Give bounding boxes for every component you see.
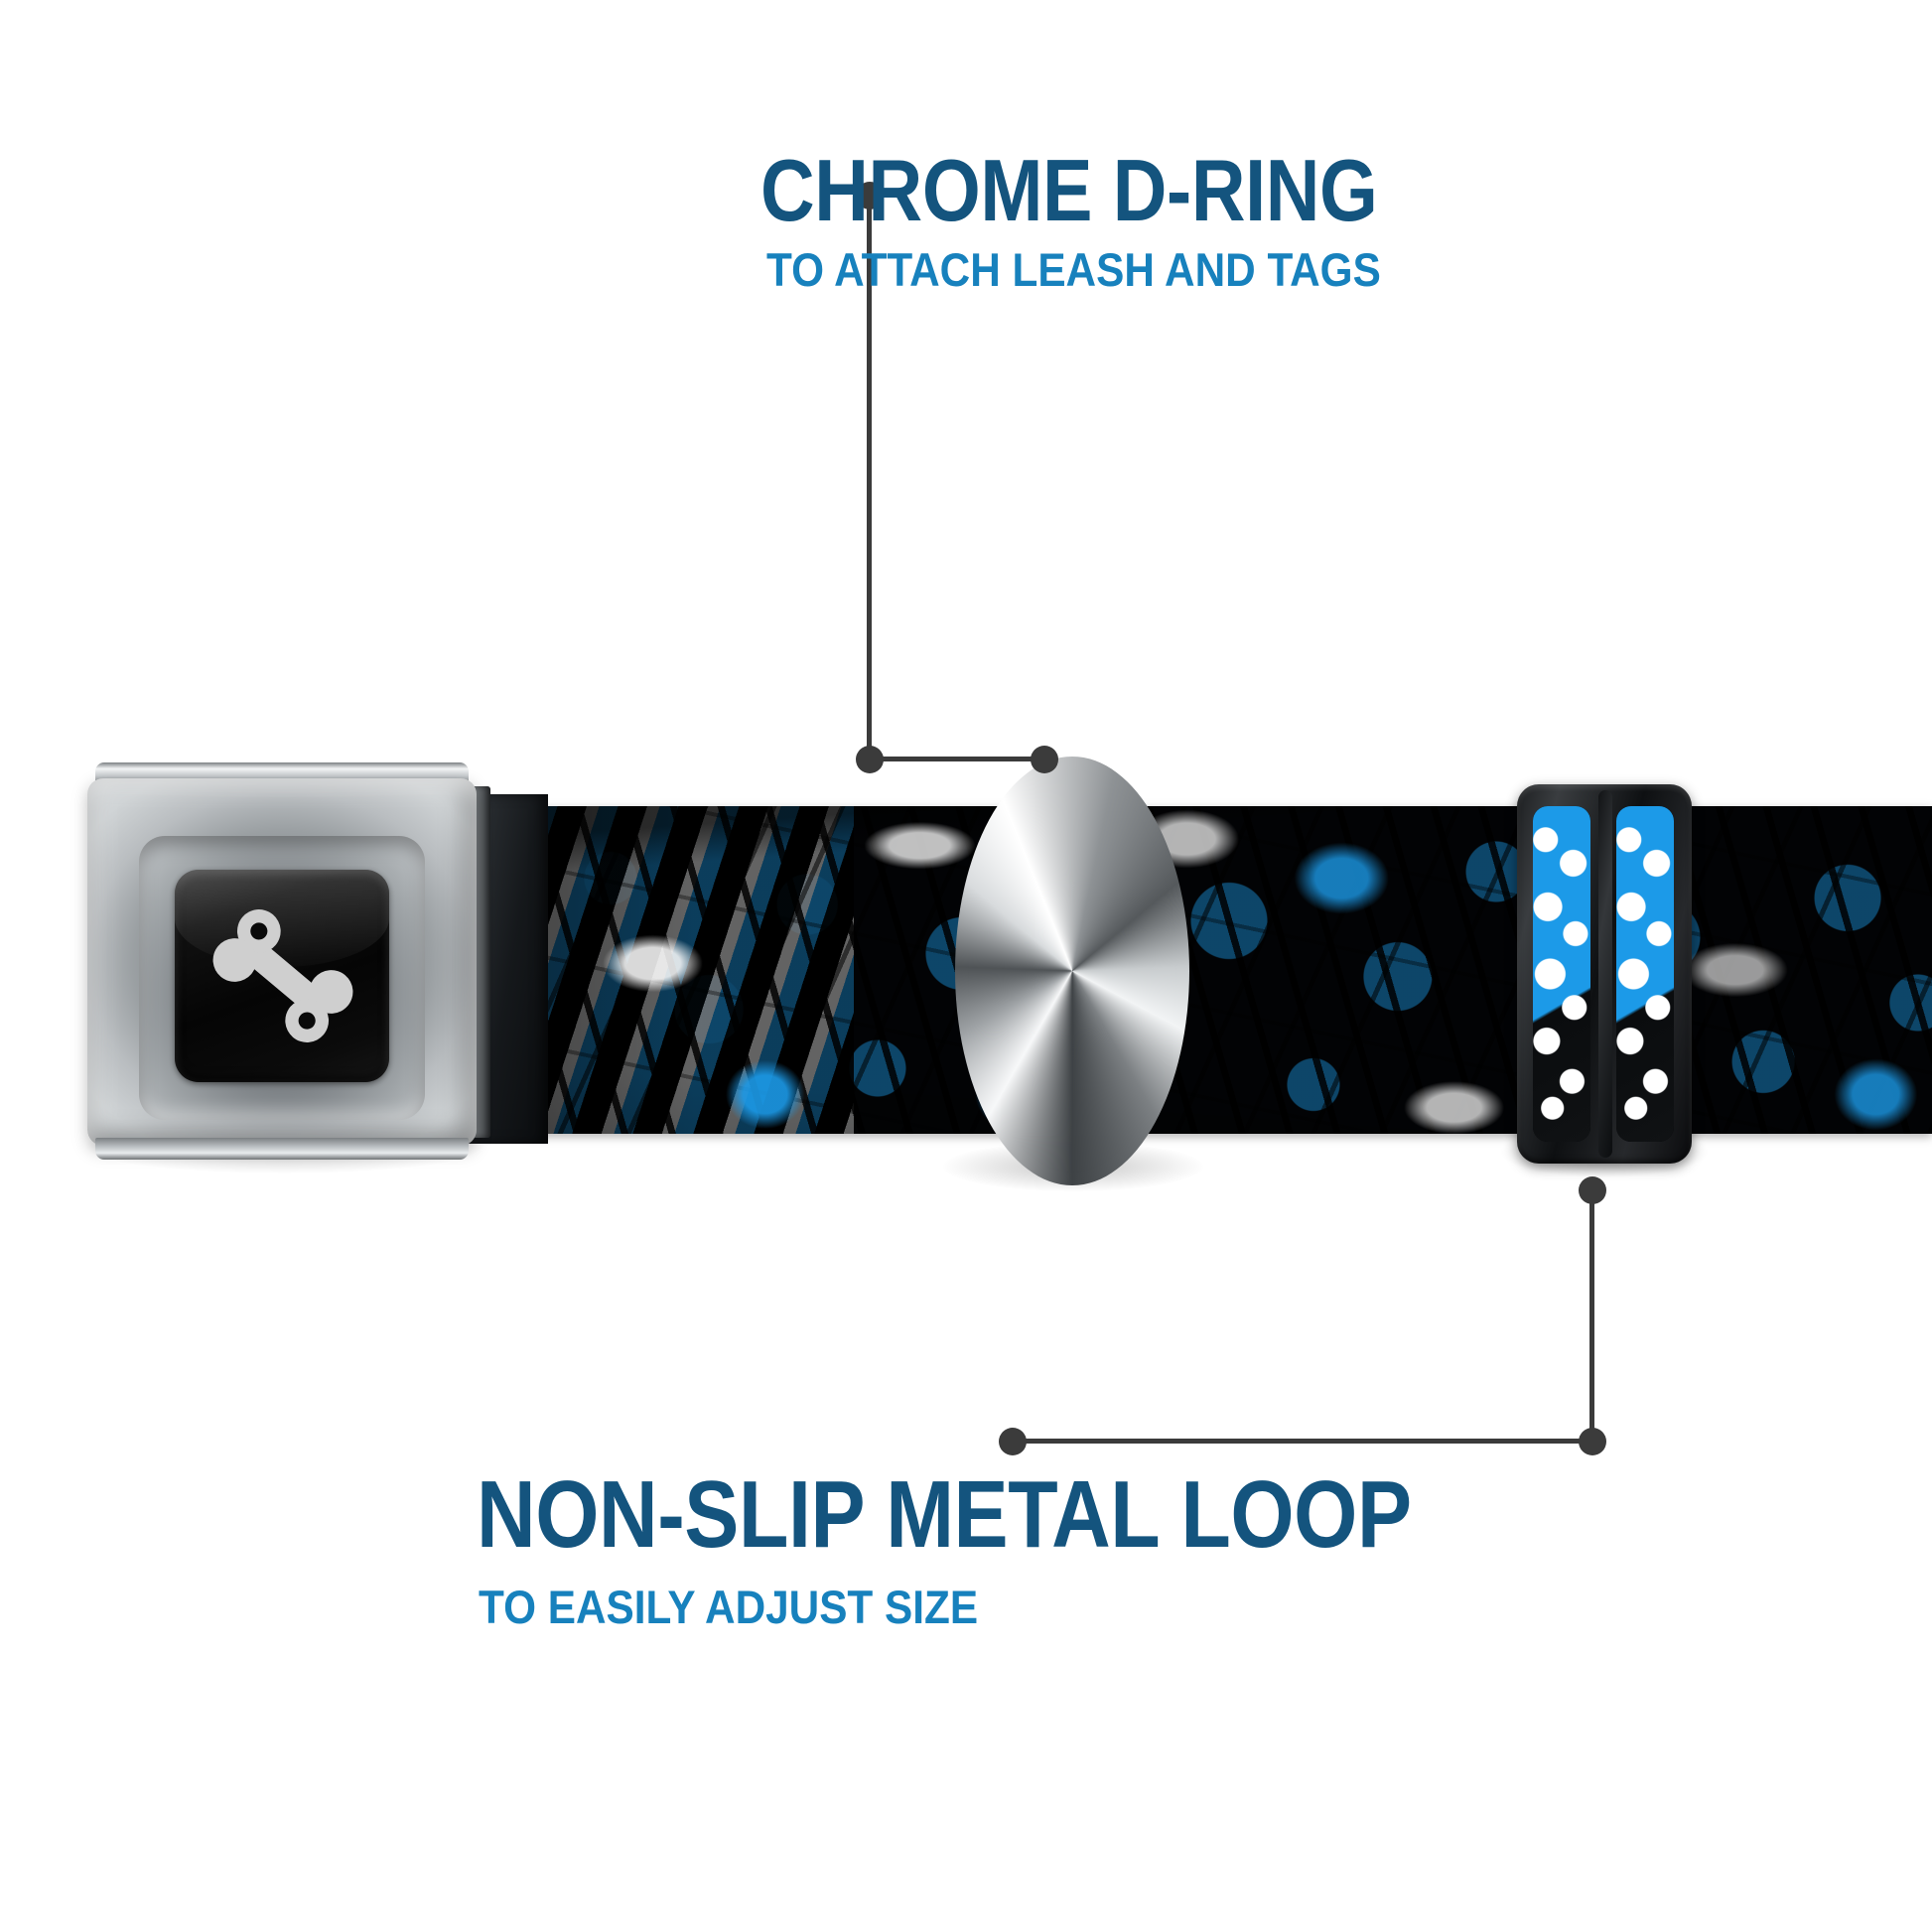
buckle-body	[87, 778, 477, 1146]
metal-loop-window-right	[1616, 806, 1674, 1142]
strap-crackle-overlay	[526, 806, 1932, 1134]
callout-subtitle-non-slip-metal-loop: TO EASILY ADJUST SIZE	[479, 1581, 979, 1633]
d-ring-inner	[968, 769, 1176, 1173]
metal-loop-window-left	[1533, 806, 1590, 1142]
leader-line-top-vertical	[867, 196, 872, 759]
bone-icon	[212, 909, 353, 1042]
leader-line-bottom-horizontal	[1013, 1439, 1592, 1444]
leader-line-bottom-vertical	[1589, 1190, 1594, 1442]
metal-loop-icon	[1517, 784, 1692, 1164]
buckle-release-button	[175, 870, 389, 1082]
leader-dot-icon-d-ring	[1031, 746, 1058, 773]
callout-subtitle-chrome-d-ring: TO ATTACH LEASH AND TAGS	[766, 243, 1381, 296]
buckle-bottom-edge	[95, 1138, 469, 1160]
callout-title-non-slip-metal-loop: NON-SLIP METAL LOOP	[477, 1461, 1412, 1568]
metal-loop-center-bar	[1598, 790, 1612, 1158]
buckle-button-gloss	[175, 870, 389, 968]
callout-title-chrome-d-ring: CHROME D-RING	[760, 141, 1378, 239]
leader-line-top-horizontal	[870, 757, 1044, 761]
d-ring-icon	[955, 757, 1189, 1185]
collar-strap	[526, 806, 1932, 1134]
leader-dot-icon-bottom-end	[999, 1428, 1027, 1455]
seatbelt-buckle	[87, 762, 490, 1160]
strap-stripe-zone	[526, 806, 854, 1134]
